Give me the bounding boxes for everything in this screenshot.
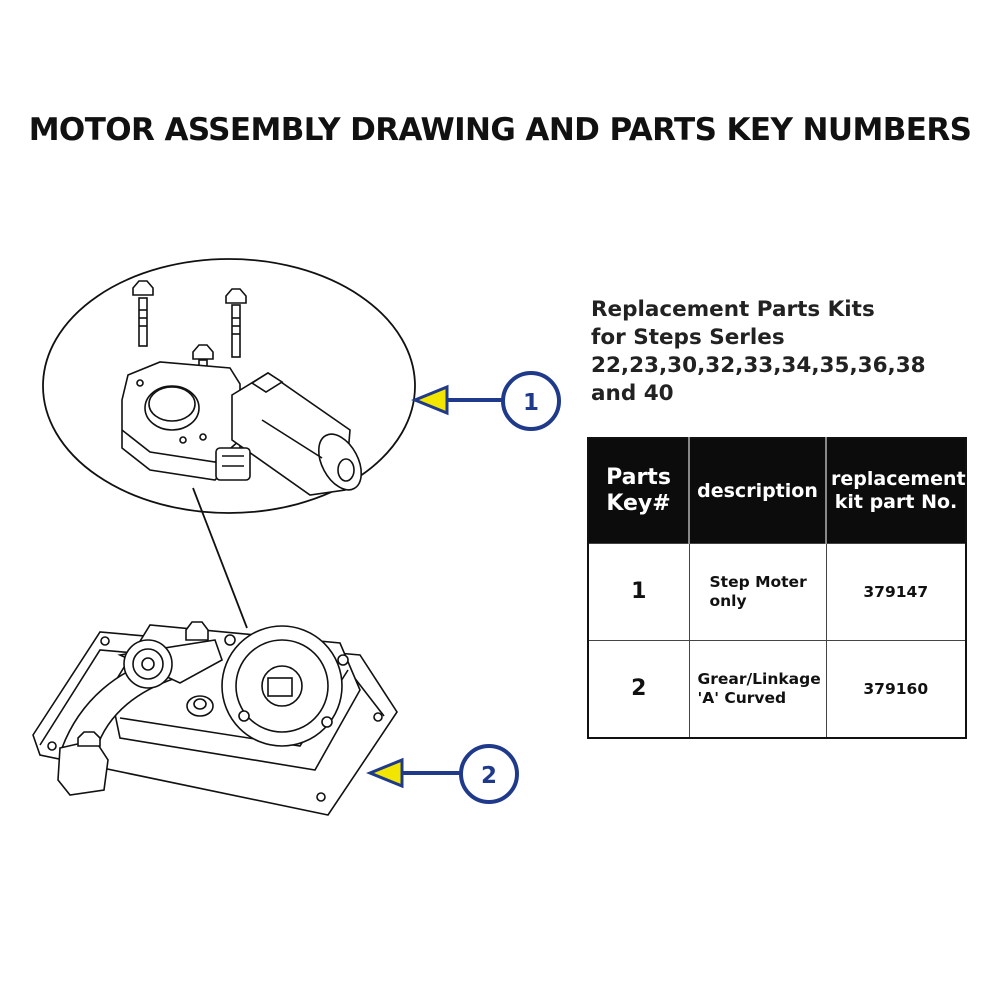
row-description: Grear/Linkage 'A' Curved (688, 639, 827, 739)
row-desc-line1: Step Moter (709, 572, 807, 591)
row-key: 1 (587, 543, 690, 641)
callout-circle-1 (501, 371, 561, 431)
header-description: description (688, 438, 826, 544)
kits-heading-line2: for Steps Serles (591, 325, 785, 350)
table-header-row: Parts Key# description replacement kit p… (588, 438, 966, 544)
arrow-yellow-head-2 (366, 757, 404, 789)
header-parts-key: Parts Key# (588, 438, 689, 544)
table-row: 2 Grear/Linkage 'A' Curved 379160 (587, 639, 967, 739)
row-key: 2 (587, 639, 690, 739)
header-key-line2: Key# (606, 491, 671, 516)
leader-line (192, 487, 248, 629)
callout-1: 1 (411, 371, 561, 431)
row-desc-line2: 'A' Curved (697, 688, 787, 707)
callout-number-2: 2 (481, 763, 497, 789)
parts-table: Parts Key# description replacement kit p… (587, 437, 967, 739)
page-title: MOTOR ASSEMBLY DRAWING AND PARTS KEY NUM… (28, 112, 972, 148)
bolt-left (132, 280, 154, 347)
row-desc-line2: only (709, 591, 747, 610)
gear-linkage-drawing (32, 621, 398, 816)
replacement-kits-heading: Replacement Parts Kits for Steps Serles … (591, 296, 991, 408)
row-kit-number: 379147 (825, 543, 967, 641)
callout-2: 2 (366, 744, 519, 804)
header-key-line1: Parts (606, 465, 671, 490)
row-kit-number: 379160 (825, 639, 967, 739)
bolt-right (225, 288, 247, 358)
row-description: Step Moter only (688, 543, 827, 641)
header-kit-line1: replacement (831, 468, 966, 490)
callout-number-1: 1 (523, 390, 539, 416)
detail-ellipse (42, 258, 416, 514)
header-kit-part-no: replacement kit part No. (825, 438, 966, 544)
header-kit-line2: kit part No. (834, 491, 958, 513)
arrow-yellow-head-1 (411, 384, 449, 416)
table-row: 1 Step Moter only 379147 (587, 543, 967, 641)
kits-heading-line4: and 40 (591, 381, 674, 406)
row-desc-line1: Grear/Linkage (697, 669, 821, 688)
callout-circle-2 (459, 744, 519, 804)
kits-heading-line3: 22,23,30,32,33,34,35,36,38 (591, 353, 926, 378)
kits-heading-line1: Replacement Parts Kits (591, 297, 875, 322)
step-motor-drawing (121, 280, 363, 496)
